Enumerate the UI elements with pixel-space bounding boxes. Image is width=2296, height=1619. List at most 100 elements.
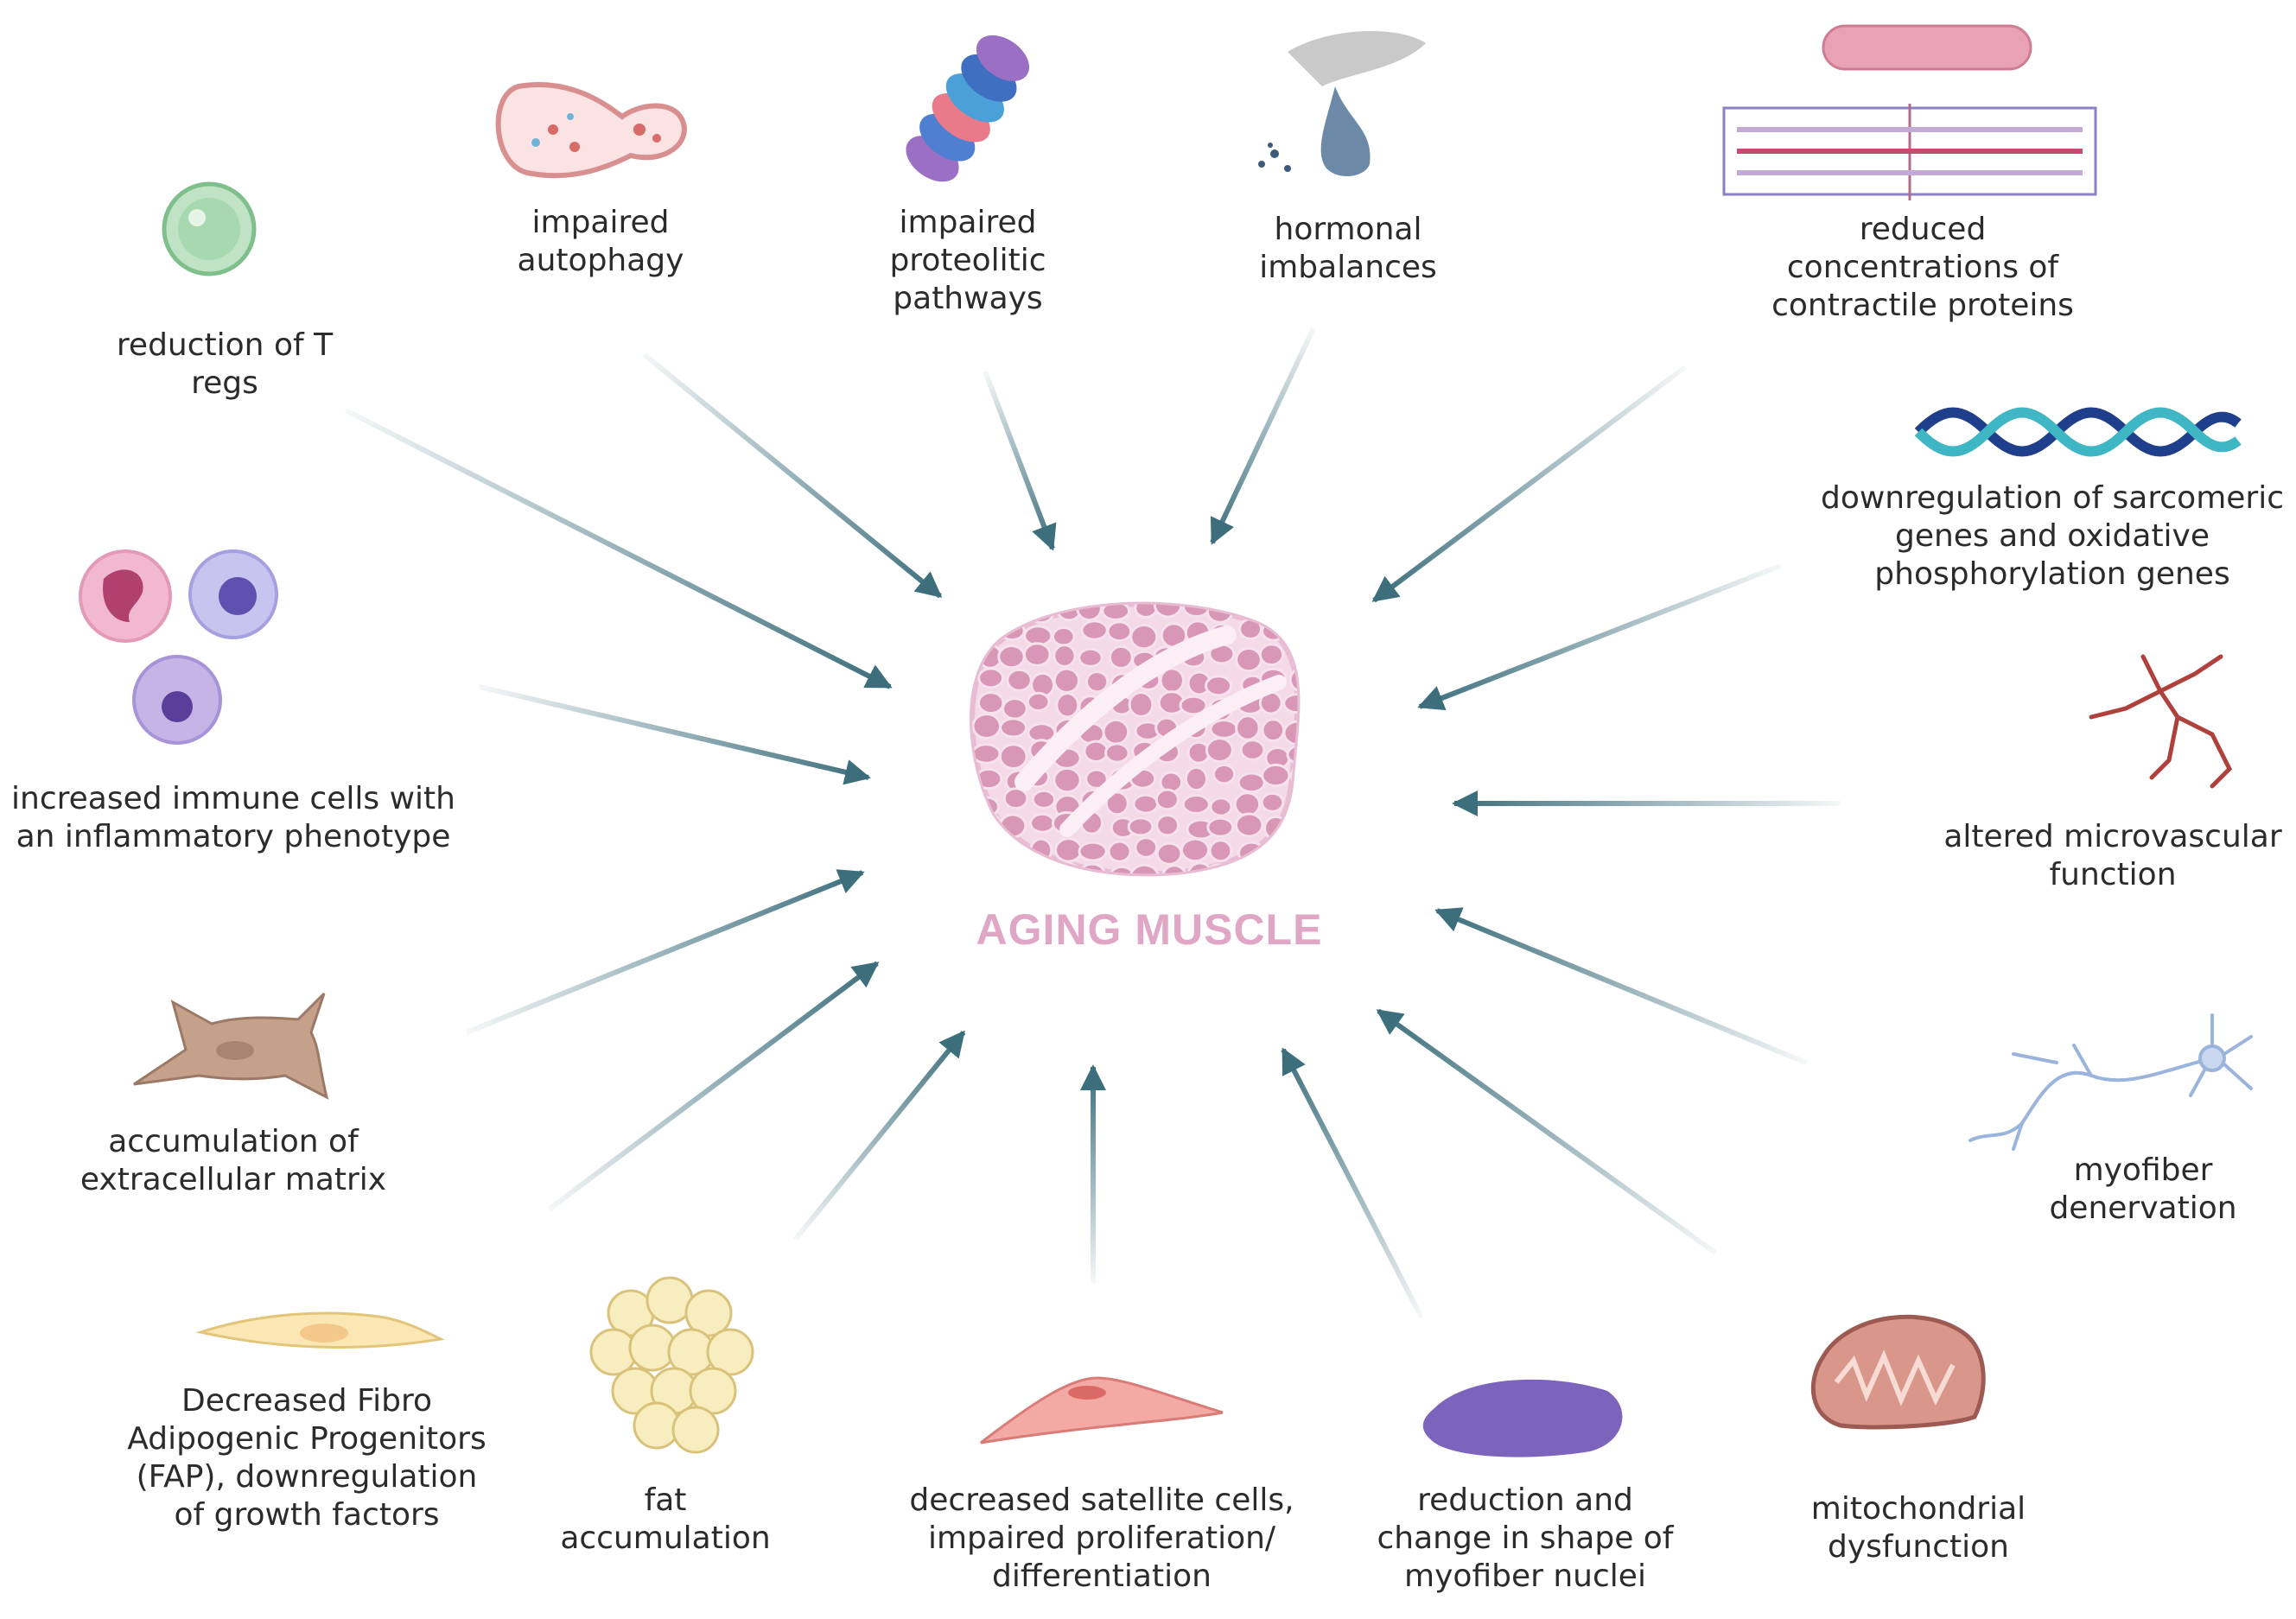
muscle-fiber: [1103, 742, 1130, 764]
muscle-fiber: [1128, 691, 1154, 718]
muscle-fiber: [1233, 791, 1262, 817]
muscle-fiber: [1129, 863, 1160, 874]
muscle-fiber: [1101, 604, 1131, 621]
microvasculature-icon: [2089, 654, 2233, 789]
muscle-fiber: [1181, 794, 1211, 815]
muscle-fiber: [972, 713, 1002, 740]
muscle-fiber: [999, 717, 1028, 739]
muscle-fiber: [1261, 718, 1286, 743]
muscle-fiber: [1002, 787, 1029, 810]
muscle-fiber: [1053, 644, 1077, 668]
muscle-fiber: [1229, 867, 1260, 874]
arrow-nuclei: [1281, 1047, 1424, 1319]
arrow-autophagy: [642, 352, 943, 599]
arrow-proteolitic: [983, 370, 1057, 551]
muscle-fiber: [1286, 861, 1298, 874]
muscle-fiber: [1134, 836, 1159, 859]
muscle-fiber: [1184, 765, 1208, 792]
muscle-fiber: [1180, 837, 1211, 863]
dna-helix-icon: [1914, 407, 2242, 457]
muscle-fiber: [1261, 763, 1291, 788]
muscle-fiber: [1208, 839, 1233, 863]
arrow-contractile: [1371, 365, 1687, 603]
adipocyte: [706, 1328, 754, 1376]
muscle-fiber: [1209, 719, 1239, 740]
muscle-fiber: [1239, 739, 1266, 761]
muscle-fiber: [1258, 643, 1285, 667]
fap-cell-icon: [195, 1311, 445, 1349]
muscle-fiber: [1186, 861, 1213, 874]
muscle-fiber: [1288, 666, 1298, 693]
muscle-fiber: [1205, 675, 1233, 697]
muscle-fiber: [1104, 790, 1129, 816]
muscle-fiber: [1237, 771, 1266, 794]
muscle-fiber: [1107, 840, 1132, 863]
muscle-fiber: [1084, 670, 1110, 694]
muscle-fiber: [1083, 740, 1110, 763]
muscle-cross-section-icon: [970, 601, 1301, 877]
muscle-fiber: [972, 743, 1002, 765]
t-reg-cell-icon: [162, 181, 257, 276]
muscle-fiber: [1234, 812, 1264, 838]
arrow-immune: [479, 684, 871, 785]
adipocyte: [671, 1406, 720, 1454]
mitochondrion-icon: [1810, 1314, 1986, 1430]
muscle-fiber: [1004, 860, 1028, 874]
muscle-fiber: [1206, 816, 1235, 838]
muscle-fiber: [1235, 647, 1262, 673]
muscle-fiber: [1055, 692, 1080, 719]
muscle-fiber: [1078, 841, 1108, 862]
muscle-fiber: [1053, 766, 1082, 794]
muscle-fiber: [976, 604, 1002, 621]
muscle-fiber: [1282, 693, 1298, 714]
muscle-fiber: [1084, 768, 1109, 790]
muscle-fiber: [1260, 791, 1285, 813]
muscle-fiber: [1134, 604, 1158, 619]
muscle-fiber: [1129, 624, 1159, 651]
muscle-fiber: [974, 867, 1001, 874]
muscle-fiber: [1292, 617, 1298, 642]
muscle-fiber: [1078, 647, 1103, 668]
muscle-fiber: [977, 812, 1002, 838]
immune-cells-icon: [79, 549, 278, 745]
muscle-fiber: [1263, 815, 1288, 841]
muscle-fiber: [1054, 837, 1084, 863]
arrow-ecm: [465, 869, 865, 1035]
muscle-fiber: [976, 836, 1001, 863]
muscle-fiber: [997, 644, 1026, 670]
muscle-fiber: [1212, 763, 1237, 785]
muscle-fiber: [1285, 604, 1298, 625]
muscle-fiber: [1292, 651, 1298, 672]
satellite-cell-icon: [980, 1376, 1224, 1444]
muscle-fiber: [1002, 604, 1031, 621]
muscle-fiber: [1108, 644, 1134, 670]
muscle-fiber: [1051, 626, 1076, 647]
muscle-fiber: [1053, 667, 1081, 694]
muscle-fiber: [1283, 812, 1298, 839]
muscle-fiber: [1179, 695, 1208, 716]
muscle-fiber: [1022, 642, 1052, 667]
muscle-fiber: [1080, 619, 1109, 641]
muscle-fiber: [1205, 737, 1234, 764]
adipocyte: [684, 1289, 733, 1337]
muscle-fiber: [1132, 793, 1160, 815]
proteasome-icon: [906, 35, 1030, 182]
gland-hormone-icon: [1258, 31, 1426, 177]
muscle-fiber: [1286, 840, 1298, 863]
muscle-fiber: [1235, 714, 1261, 741]
muscle-fiber: [977, 667, 1005, 689]
muscle-fiber: [1263, 841, 1290, 867]
center-title: AGING MUSCLE: [976, 905, 1323, 954]
